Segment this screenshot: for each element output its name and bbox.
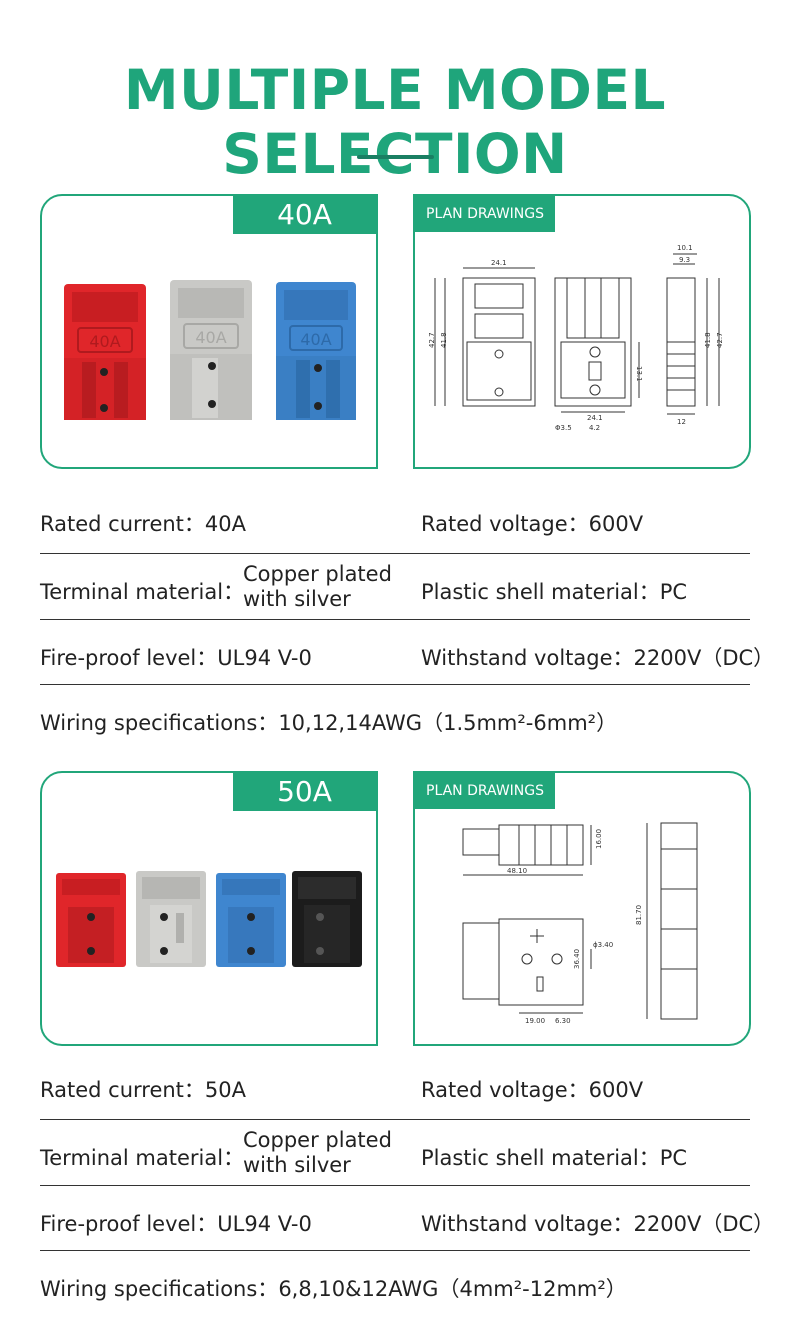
rated-current-key-50a: Rated current： xyxy=(40,1078,205,1102)
dim-s4: 42.7 xyxy=(716,332,724,348)
terminal-material-key: Terminal material： xyxy=(40,580,245,604)
rated-current-value: 40A xyxy=(204,512,247,536)
title-underline xyxy=(357,155,434,159)
dim-s5: 12 xyxy=(677,418,686,426)
wiring-value-50a: 6,8,10&12AWG（4mm²-12mm²） xyxy=(278,1277,627,1301)
red-connector-label: 40A xyxy=(89,332,120,351)
blue-connector-label: 40A xyxy=(300,330,331,349)
dim-hole: Φ3.5 xyxy=(555,424,572,432)
plan-drawings-label-40a: PLAN DRAWINGS xyxy=(415,196,555,232)
terminal-material-value-2-50a: with silver xyxy=(243,1153,351,1177)
spec-row-2-50a: Terminal material： Copper plated with si… xyxy=(40,1120,750,1186)
terminal-material-value-2: with silver xyxy=(243,587,351,611)
dim-b: 16.00 xyxy=(595,829,603,849)
model-badge-50a: 50A xyxy=(233,773,376,811)
spec-row-1-40a: Rated current：40A Rated voltage：600V xyxy=(40,508,750,554)
wiring-key-50a: Wiring specifications： xyxy=(40,1277,279,1301)
dim-f: 19.00 xyxy=(525,1017,545,1025)
dim-c1: 13.1 xyxy=(635,366,643,382)
red-connector-50a xyxy=(56,873,126,967)
red-connector: 40A xyxy=(64,284,146,420)
grey-connector-50a xyxy=(136,871,206,967)
spec-row-4-40a: Wiring specifications：10,12,14AWG（1.5mm²… xyxy=(40,685,750,745)
plan-card-40a: PLAN DRAWINGS xyxy=(413,194,751,469)
fire-proof-key-50a: Fire-proof level： xyxy=(40,1212,218,1236)
fire-proof-value: UL94 V-0 xyxy=(217,646,312,670)
plan-drawings-label-50a: PLAN DRAWINGS xyxy=(415,773,555,809)
fire-proof-value-50a: UL94 V-0 xyxy=(217,1212,312,1236)
shell-material-value: PC xyxy=(659,580,688,604)
blue-connector: 40A xyxy=(276,282,356,420)
product-card-40a: 40A 40A 40A 4 xyxy=(40,194,378,469)
spec-row-4-50a: Wiring specifications：6,8,10&12AWG（4mm²-… xyxy=(40,1251,750,1311)
terminal-material-key-50a: Terminal material： xyxy=(40,1146,245,1170)
terminal-material-value-1: Copper plated xyxy=(243,562,392,586)
dim-d: ϕ3.40 xyxy=(593,941,613,949)
dim-e: 4.2 xyxy=(589,424,600,432)
shell-material-value-50a: PC xyxy=(659,1146,688,1170)
rated-voltage-value: 600V xyxy=(588,512,644,536)
model-badge-40a: 40A xyxy=(233,196,376,234)
dim-s3: 41.8 xyxy=(704,332,712,348)
dim-height-1: 42.7 xyxy=(428,332,436,348)
rated-voltage-key: Rated voltage： xyxy=(421,512,589,536)
rated-current-key: Rated current： xyxy=(40,512,205,536)
withstand-voltage-key: Withstand voltage： xyxy=(421,646,634,670)
wiring-value: 10,12,14AWG（1.5mm²-6mm²） xyxy=(278,711,618,735)
page-title: MULTIPLE MODEL SELECTION xyxy=(123,58,667,186)
shell-material-key: Plastic shell material： xyxy=(421,580,660,604)
dim-g: 6.30 xyxy=(555,1017,571,1025)
wiring-key: Wiring specifications： xyxy=(40,711,279,735)
rated-current-value-50a: 50A xyxy=(204,1078,247,1102)
rated-voltage-key-50a: Rated voltage： xyxy=(421,1078,589,1102)
dim-a: 48.10 xyxy=(507,867,527,875)
connector-photo-40a: 40A 40A 40A xyxy=(64,280,356,420)
dim-width: 24.1 xyxy=(491,259,507,267)
dim-s2: 9.3 xyxy=(679,256,690,264)
spec-row-1-50a: Rated current：50A Rated voltage：600V xyxy=(40,1074,750,1120)
spec-row-3-40a: Fire-proof level：UL94 V-0 Withstand volt… xyxy=(40,620,774,685)
spec-row-2-40a: Terminal material： Copper plated with si… xyxy=(40,554,750,620)
fire-proof-key: Fire-proof level： xyxy=(40,646,218,670)
terminal-material-value-1-50a: Copper plated xyxy=(243,1128,392,1152)
plan-drawing-50a: 48.10 16.00 81.70 ϕ3.40 36.40 19.00 6.30 xyxy=(462,822,698,1025)
product-card-50a: 50A xyxy=(40,771,378,1046)
dim-e: 36.40 xyxy=(573,949,581,969)
spec-row-3-50a: Fire-proof level：UL94 V-0 Withstand volt… xyxy=(40,1186,774,1251)
dim-c: 81.70 xyxy=(635,905,643,925)
withstand-voltage-key-50a: Withstand voltage： xyxy=(421,1212,634,1236)
grey-connector-label: 40A xyxy=(195,328,226,347)
dim-s1: 10.1 xyxy=(677,244,693,252)
dim-height-2: 41.8 xyxy=(440,332,448,348)
black-connector-50a xyxy=(292,871,362,967)
blue-connector-50a xyxy=(216,873,286,967)
plan-card-50a: PLAN DRAWINGS xyxy=(413,771,751,1046)
plan-drawing-40a: 24.1 42.7 41.8 13.1 24.1 Φ3.5 4.2 10.1 9… xyxy=(428,244,724,432)
shell-material-key-50a: Plastic shell material： xyxy=(421,1146,660,1170)
dim-c2: 24.1 xyxy=(587,414,603,422)
connector-photo-50a xyxy=(56,871,362,967)
rated-voltage-value-50a: 600V xyxy=(588,1078,644,1102)
withstand-voltage-value: 2200V（DC） xyxy=(633,646,775,670)
withstand-voltage-value-50a: 2200V（DC） xyxy=(633,1212,775,1236)
grey-connector: 40A xyxy=(170,280,252,420)
